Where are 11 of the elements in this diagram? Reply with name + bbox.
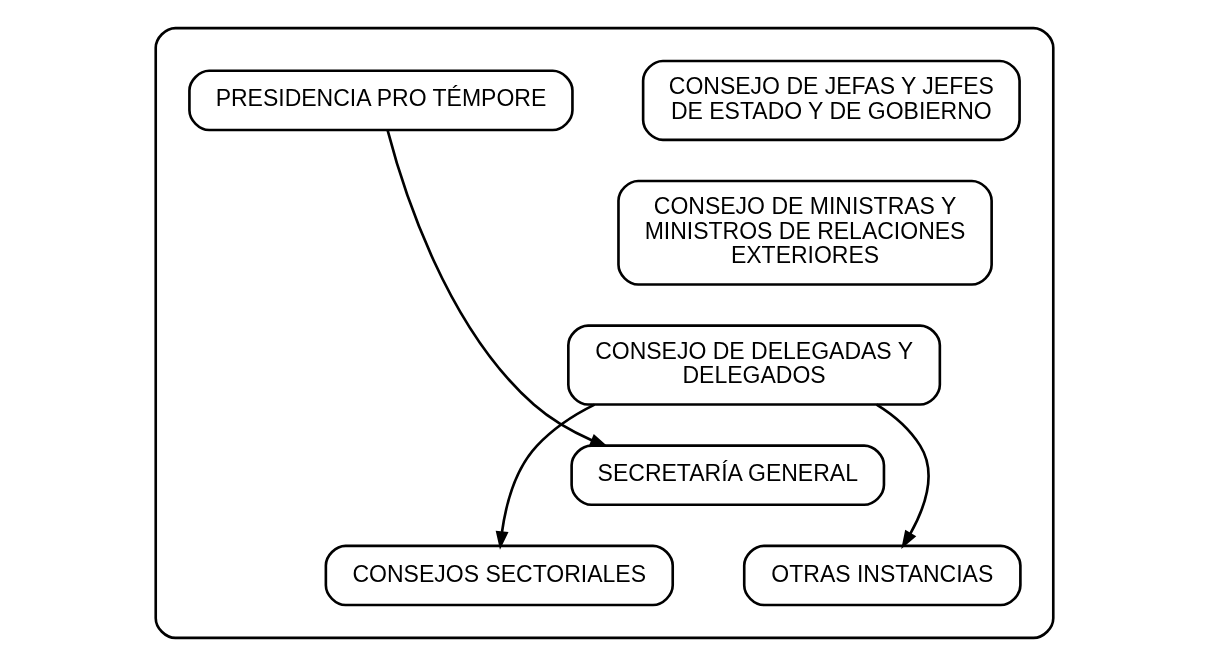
node-box: OTRAS INSTANCIAS bbox=[742, 544, 1022, 607]
node-box: CONSEJOS SECTORIALES bbox=[324, 544, 675, 607]
node-box: CONSEJO DE DELEGADAS Y DELEGADOS bbox=[567, 324, 942, 406]
node-box: CONSEJO DE MINISTRAS Y MINISTROS DE RELACIONES EXTERIORES bbox=[617, 179, 993, 286]
cluster bbox=[154, 26, 1055, 640]
node-box: PRESIDENCIA PRO TÉMPORE bbox=[188, 69, 574, 132]
node-box: SECRETARÍA GENERAL bbox=[570, 444, 886, 507]
arrow bbox=[386, 129, 609, 448]
node-box: CONSEJO DE JEFAS Y JEFES DE ESTADO Y DE GOBIERNO bbox=[641, 59, 1021, 142]
arrow bbox=[875, 403, 930, 549]
arrow bbox=[495, 403, 596, 550]
